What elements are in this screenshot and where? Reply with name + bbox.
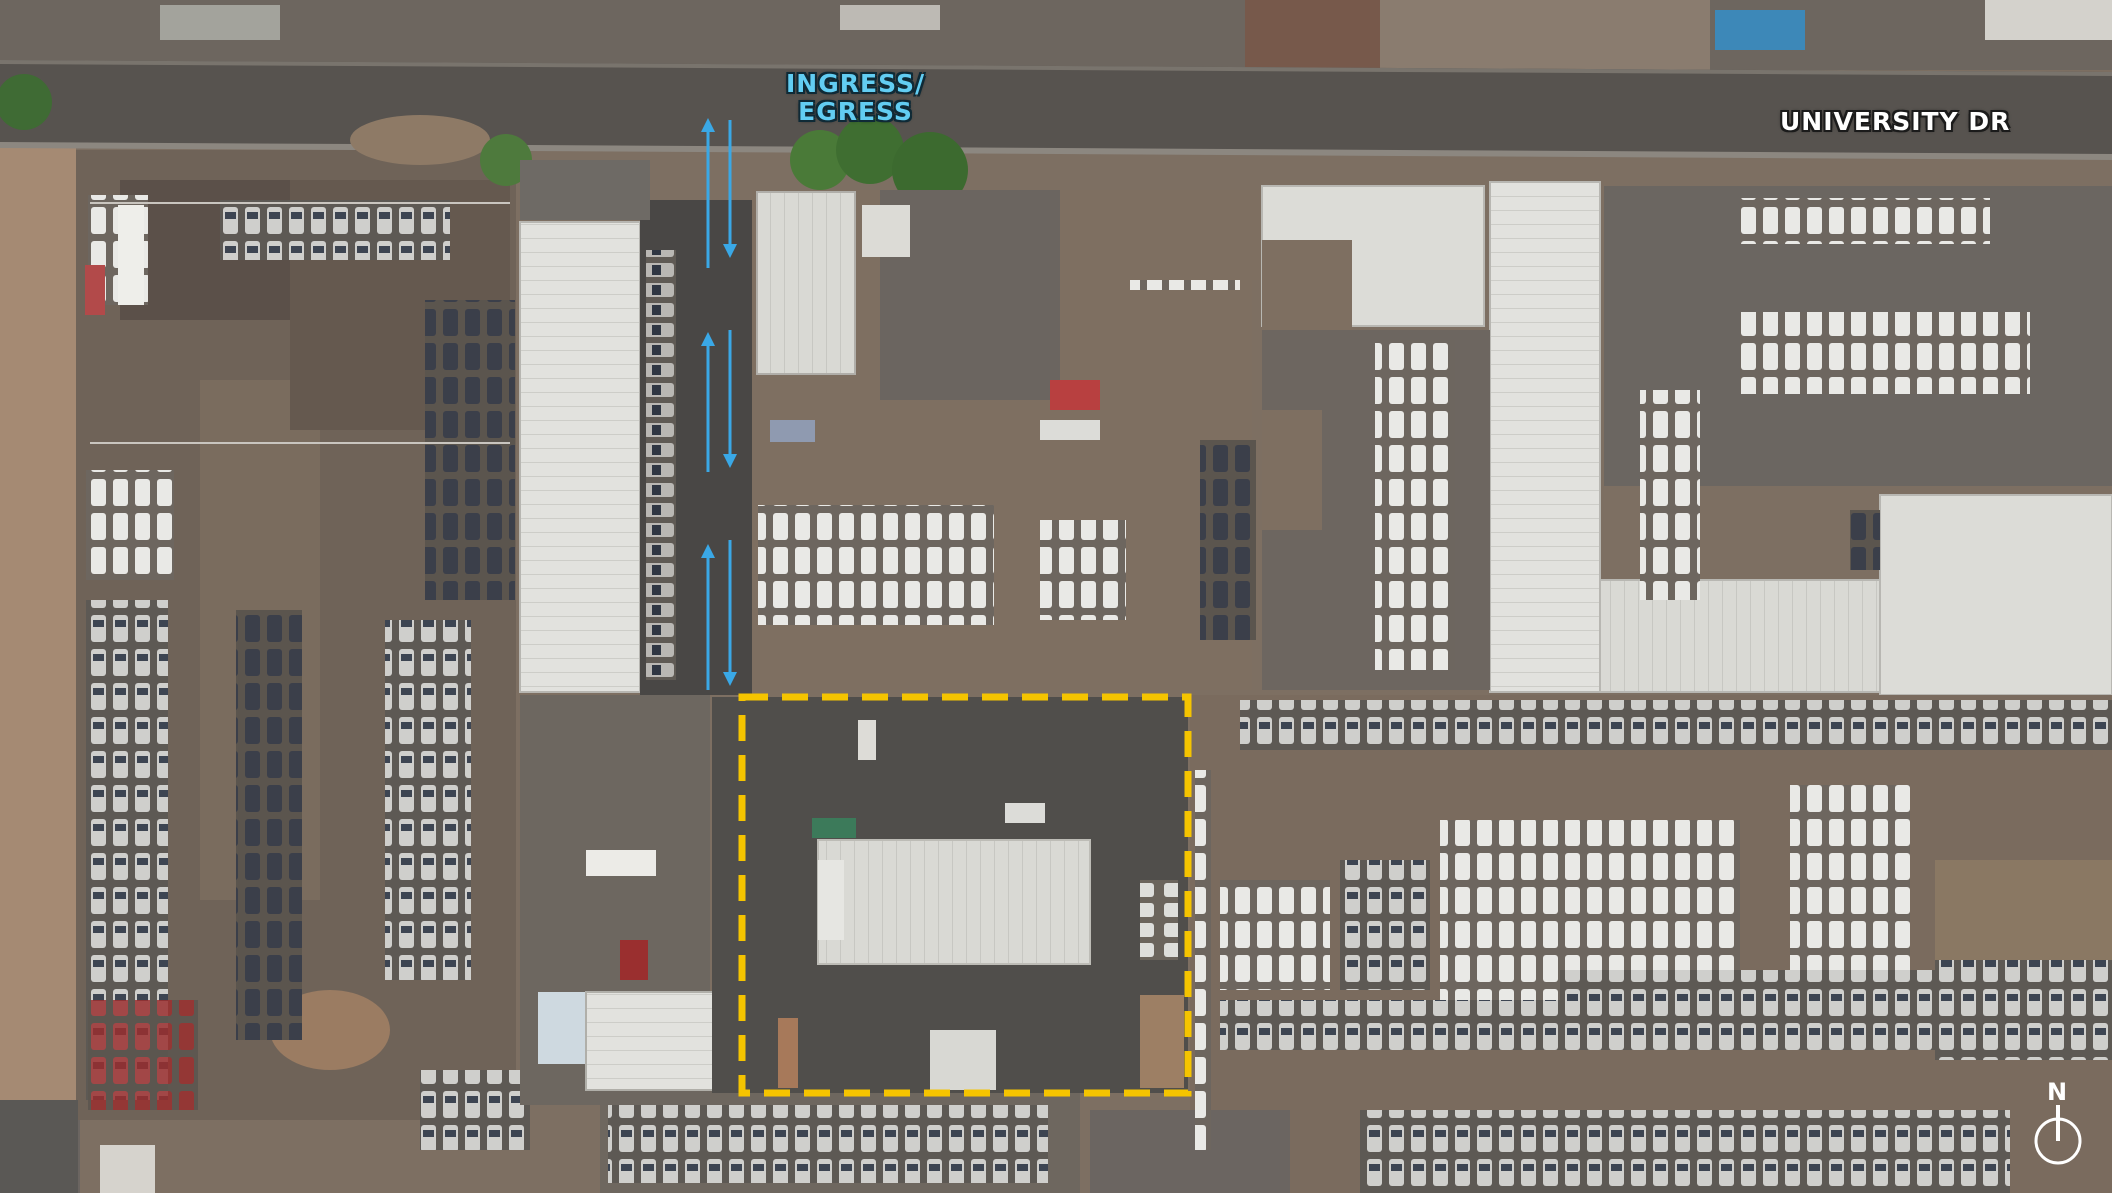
parked-cars [758, 505, 994, 625]
north-building [756, 191, 856, 375]
west-building [519, 221, 641, 693]
north-arrow-icon [2034, 1105, 2082, 1165]
site-boundary-outline [738, 693, 1192, 1097]
compass-north-letter: N [2047, 1078, 2068, 1106]
ingress-egress-arrows [701, 118, 737, 690]
ingress-egress-label: INGRESS/ EGRESS [786, 70, 925, 125]
subject-building [817, 839, 1091, 965]
ne-building [1489, 181, 1601, 693]
university-dr-road [0, 60, 2112, 158]
dirt-strip [0, 100, 76, 1100]
blue-roof-building [1715, 10, 1805, 50]
tree [790, 130, 850, 190]
street-label-university-dr: UNIVERSITY DR [1780, 107, 2011, 136]
ingress-label-line1: INGRESS/ [786, 69, 926, 98]
ingress-label-line2: EGRESS [798, 96, 913, 126]
